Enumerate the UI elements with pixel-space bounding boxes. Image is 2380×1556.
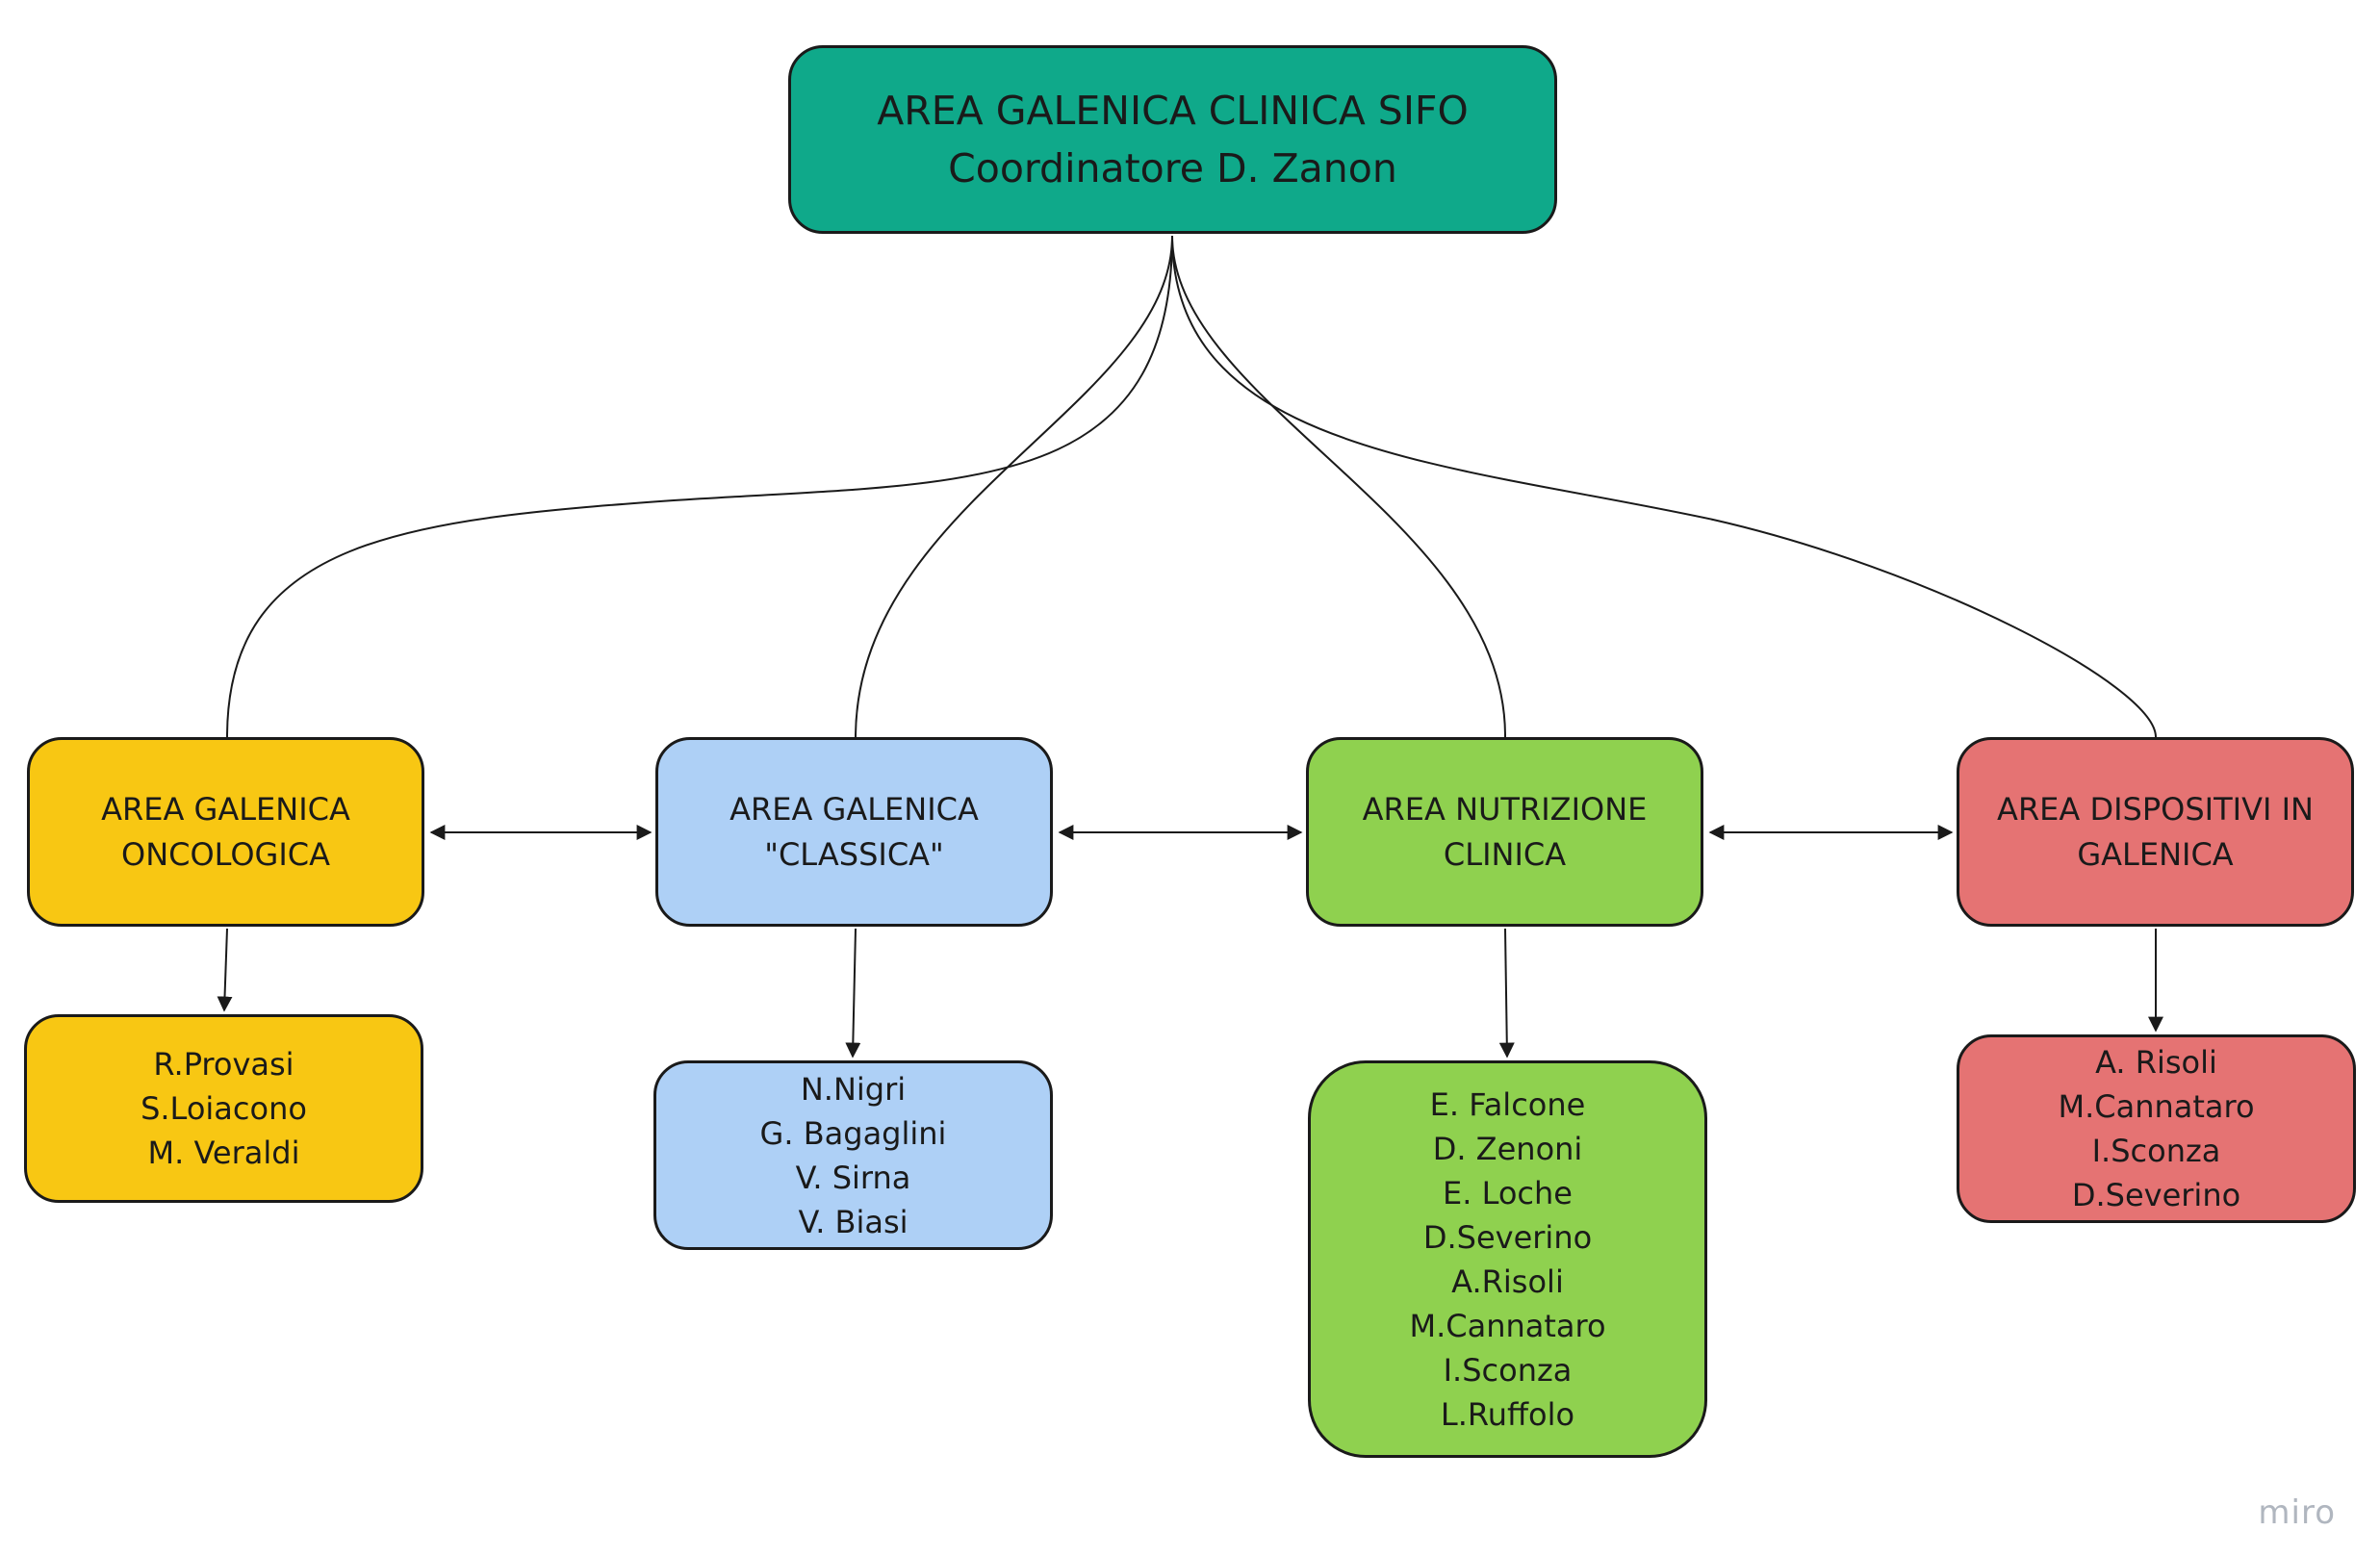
- member-name: M.Cannataro: [1409, 1307, 1606, 1344]
- arrow-classica-members: [845, 928, 861, 1059]
- member-name: E. Loche: [1443, 1174, 1573, 1212]
- area-label-line: AREA DISPOSITIVI IN: [1997, 790, 2314, 828]
- area-node-classica[interactable]: AREA GALENICA "CLASSICA": [655, 737, 1053, 927]
- member-name: A.Risoli: [1451, 1263, 1564, 1300]
- connector-root-to-oncologica: [226, 235, 1173, 738]
- area-label-line: "CLASSICA": [764, 835, 944, 873]
- member-name: I.Sconza: [1443, 1351, 1573, 1389]
- member-name: D.Severino: [1422, 1218, 1593, 1256]
- member-name: V. Sirna: [795, 1159, 911, 1196]
- miro-watermark: miro: [2258, 1493, 2336, 1532]
- member-name: V. Biasi: [798, 1203, 908, 1240]
- area-node-oncologica[interactable]: AREA GALENICA ONCOLOGICA: [27, 737, 424, 927]
- members-node-oncologica[interactable]: R.Provasi S.Loiacono M. Veraldi: [24, 1014, 423, 1203]
- area-label-line: ONCOLOGICA: [121, 835, 330, 873]
- member-name: M. Veraldi: [147, 1135, 300, 1171]
- area-label-line: AREA GALENICA: [101, 790, 350, 828]
- members-node-classica[interactable]: N.Nigri G. Bagaglini V. Sirna V. Biasi: [653, 1060, 1053, 1250]
- area-label-line: CLINICA: [1443, 835, 1567, 873]
- member-name: R.Provasi: [153, 1046, 294, 1083]
- area-label-line: AREA GALENICA: [729, 790, 979, 828]
- member-name: G. Bagaglini: [759, 1114, 947, 1152]
- members-node-nutrizione[interactable]: E. Falcone D. Zenoni E. Loche D.Severino…: [1308, 1060, 1707, 1458]
- area-node-dispositivi[interactable]: AREA DISPOSITIVI IN GALENICA: [1957, 737, 2354, 927]
- connector-root-to-dispositivi: [1171, 235, 2157, 738]
- member-name: N.Nigri: [800, 1070, 907, 1108]
- area-label-line: AREA NUTRIZIONE: [1362, 790, 1648, 828]
- members-node-dispositivi[interactable]: A. Risoli M.Cannataro I.Sconza D.Severin…: [1957, 1034, 2356, 1223]
- root-node[interactable]: AREA GALENICA CLINICA SIFO Coordinatore …: [788, 45, 1557, 234]
- member-name: M.Cannataro: [2058, 1088, 2255, 1125]
- area-label-line: GALENICA: [2077, 835, 2234, 873]
- member-name: L.Ruffolo: [1440, 1395, 1575, 1433]
- root-coordinator: Coordinatore D. Zanon: [948, 145, 1397, 191]
- area-node-nutrizione[interactable]: AREA NUTRIZIONE CLINICA: [1306, 737, 1703, 927]
- arrow-nutrizione-members: [1498, 928, 1515, 1059]
- connector-root-to-nutrizione: [1171, 235, 1507, 738]
- member-name: D.Severino: [2071, 1177, 2241, 1213]
- member-name: E. Falcone: [1429, 1085, 1586, 1123]
- member-name: D. Zenoni: [1432, 1130, 1583, 1167]
- member-name: S.Loiacono: [141, 1090, 307, 1127]
- member-name: A. Risoli: [2095, 1044, 2217, 1081]
- connector-root-to-classica: [855, 235, 1173, 738]
- arrow-oncologica-members: [217, 928, 233, 1012]
- member-name: I.Sconza: [2091, 1133, 2221, 1169]
- root-title: AREA GALENICA CLINICA SIFO: [877, 88, 1469, 134]
